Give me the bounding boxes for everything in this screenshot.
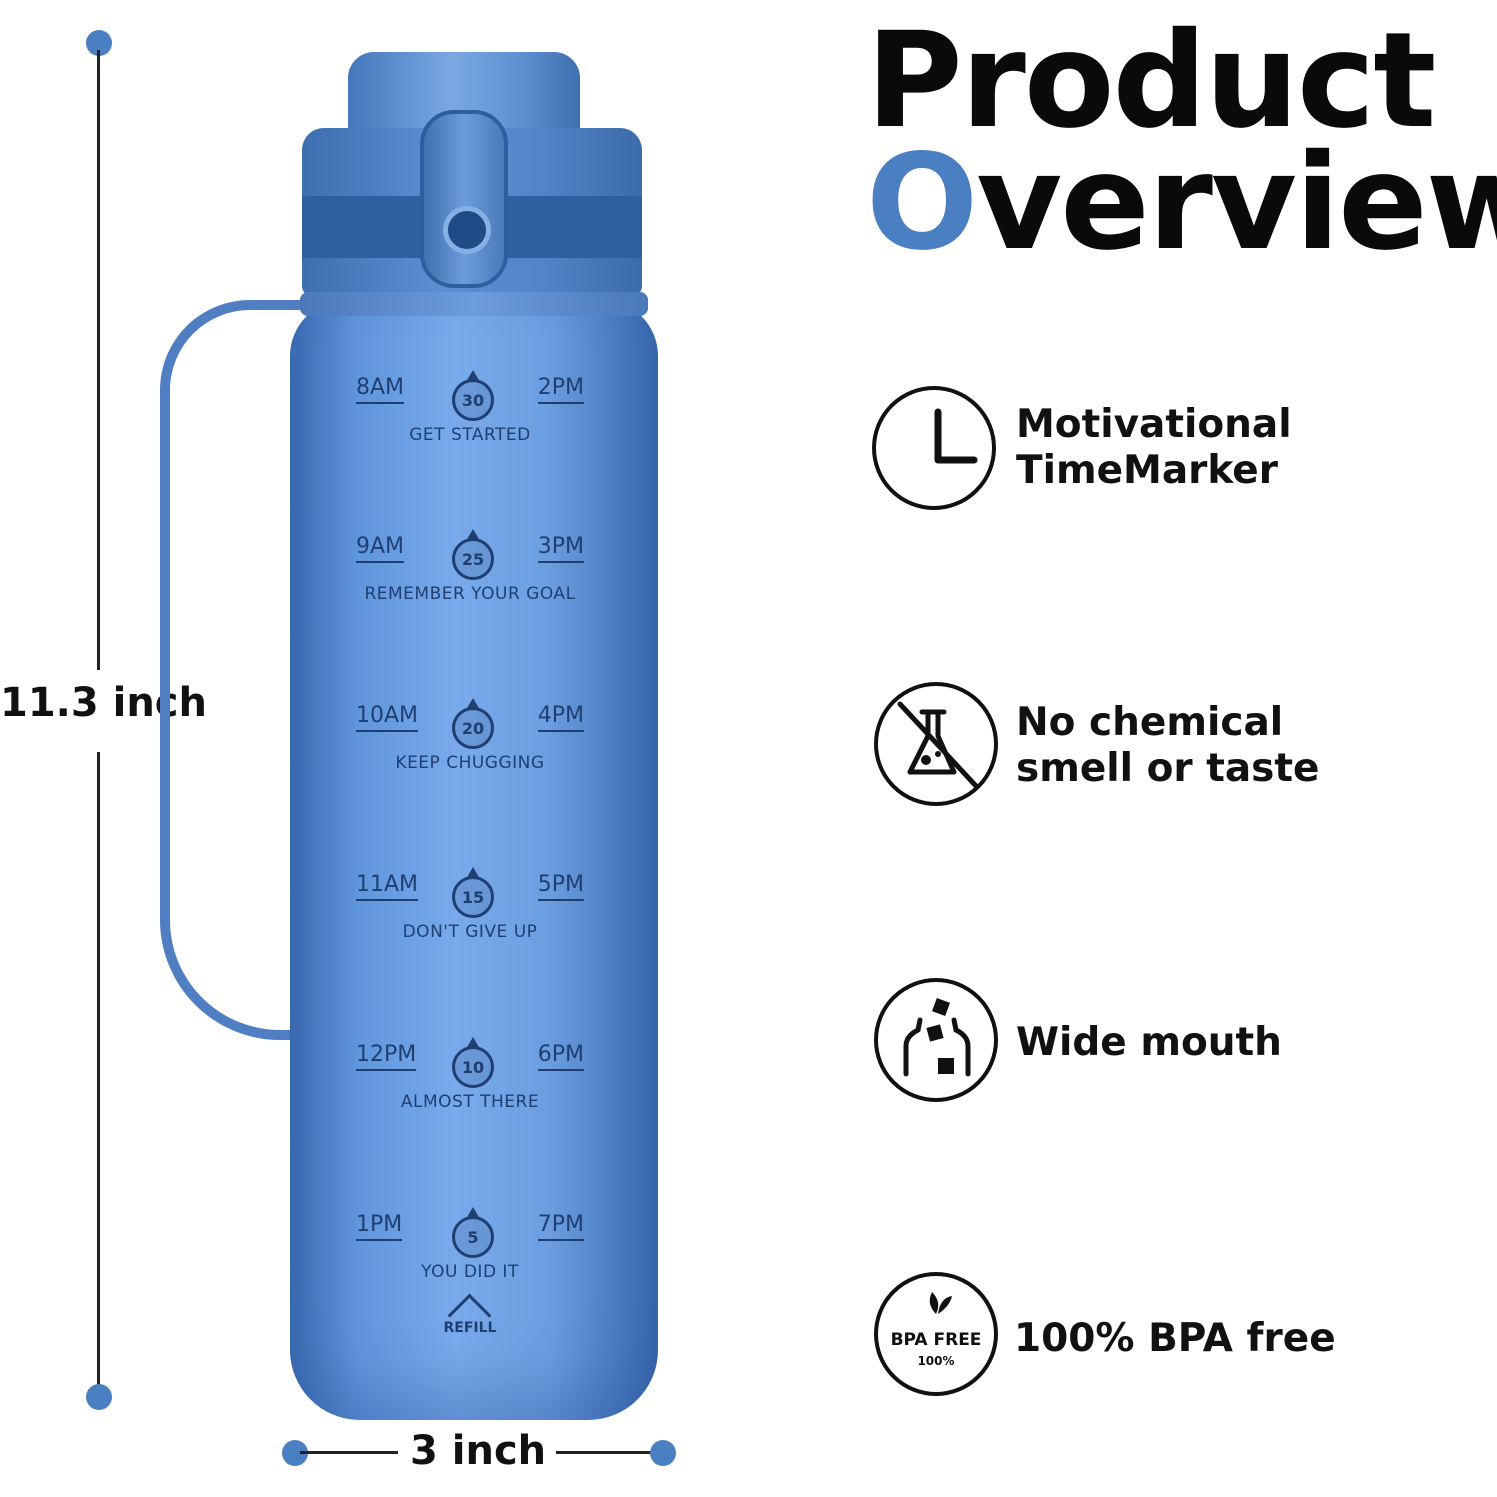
time-left-label: 10AM: [356, 703, 419, 732]
water-drop-icon: 30: [452, 370, 494, 421]
bottle-collar: [300, 292, 648, 316]
title-line-1: Product: [866, 4, 1436, 158]
water-drop-icon: 20: [452, 698, 494, 749]
latch-hole-icon: [443, 206, 491, 254]
wide-mouth-icon: [874, 978, 998, 1102]
width-label: 3 inch: [410, 1428, 547, 1474]
water-drop-icon: 15: [452, 867, 494, 918]
time-marker-row: 12PM 10 6PM ALMOST THERE: [350, 1037, 590, 1112]
refill-icon: REFILL: [440, 1300, 500, 1350]
feature-bpa-free: 100% BPA free: [1014, 1316, 1336, 1362]
feature-wide-mouth: Wide mouth: [1016, 1020, 1282, 1066]
bpa-badge-main: BPA FREE: [890, 1330, 982, 1350]
water-drop-icon: 5: [452, 1207, 494, 1258]
motivation-text: YOU DID IT: [421, 1262, 519, 1282]
time-marker-row: 11AM 15 5PM DON'T GIVE UP: [350, 867, 590, 942]
bpa-badge-sub: 100%: [917, 1354, 955, 1368]
time-marker-row: 8AM 30 2PM GET STARTED: [350, 370, 590, 445]
width-line-left: [300, 1451, 398, 1454]
motivation-text: REMEMBER YOUR GOAL: [364, 584, 576, 604]
time-left-label: 1PM: [356, 1212, 403, 1241]
time-right-label: 3PM: [537, 534, 584, 563]
width-right-dot: [650, 1440, 676, 1466]
time-right-label: 7PM: [537, 1212, 584, 1241]
time-right-label: 4PM: [537, 703, 584, 732]
water-drop-icon: 25: [452, 529, 494, 580]
height-line-upper: [97, 50, 100, 670]
time-marker-row: 10AM 20 4PM KEEP CHUGGING: [350, 698, 590, 773]
feature-label: No chemical: [1016, 700, 1284, 745]
feature-label: TimeMarker: [1016, 448, 1278, 493]
feature-label: smell or taste: [1016, 746, 1320, 791]
feature-no-chemical: No chemical smell or taste: [1016, 700, 1320, 792]
title-line-2-rest: verview: [976, 126, 1497, 280]
width-line-right: [556, 1451, 656, 1454]
clock-icon: [872, 386, 996, 510]
time-marker-row: 9AM 25 3PM REMEMBER YOUR GOAL: [350, 529, 590, 604]
title-line-2: Overview: [866, 137, 1497, 269]
time-left-label: 12PM: [356, 1042, 417, 1071]
time-right-label: 2PM: [537, 375, 584, 404]
feature-label: Wide mouth: [1016, 1020, 1282, 1065]
time-right-label: 6PM: [537, 1042, 584, 1071]
page-title: Product Overview: [866, 4, 1497, 269]
time-left-label: 11AM: [356, 872, 419, 901]
title-accent-letter: O: [866, 126, 978, 280]
motivation-text: KEEP CHUGGING: [395, 753, 545, 773]
motivation-text: GET STARTED: [409, 425, 531, 445]
feature-label: 100% BPA free: [1014, 1316, 1336, 1361]
time-left-label: 8AM: [356, 375, 405, 404]
bottle-cap-latch: [420, 110, 508, 288]
feature-time-marker: Motivational TimeMarker: [1016, 402, 1292, 494]
bpa-free-icon: BPA FREE 100%: [874, 1272, 998, 1396]
height-bottom-dot: [86, 1384, 112, 1410]
no-chemical-icon: [874, 682, 998, 806]
time-marker-row: 1PM 5 7PM YOU DID IT: [350, 1207, 590, 1282]
water-drop-icon: 10: [452, 1037, 494, 1088]
height-label: 11.3 inch: [0, 680, 207, 726]
feature-label: Motivational: [1016, 402, 1292, 447]
motivation-text: ALMOST THERE: [400, 1092, 540, 1112]
time-right-label: 5PM: [537, 872, 584, 901]
height-line-lower: [97, 752, 100, 1392]
time-left-label: 9AM: [356, 534, 405, 563]
motivation-text: DON'T GIVE UP: [402, 922, 538, 942]
